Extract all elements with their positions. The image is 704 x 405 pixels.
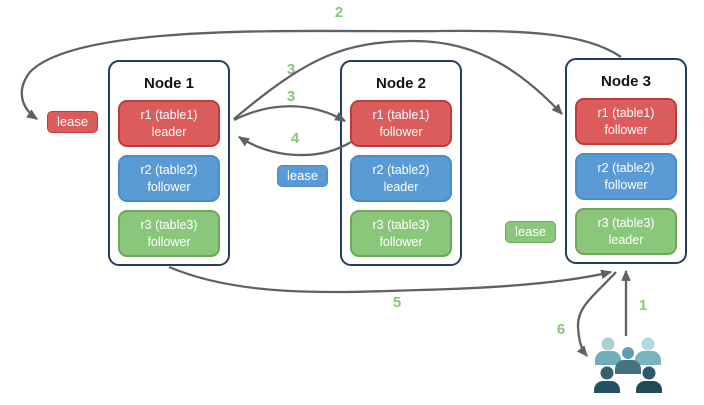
replica-name: r1 (table1) xyxy=(140,108,198,122)
node-1-replica-r3: r3 (table3) follower xyxy=(118,210,220,257)
node-1-replica-r2: r2 (table2) follower xyxy=(118,155,220,202)
lease-tag-r2: lease xyxy=(277,165,329,187)
users-icon xyxy=(594,337,662,393)
replica-role: follower xyxy=(379,234,423,249)
replica-role: leader xyxy=(151,124,187,139)
step-label-1: 1 xyxy=(638,297,648,314)
replica-name: r3 (table3) xyxy=(597,216,655,230)
replica-role: follower xyxy=(379,124,423,139)
node-2-title: Node 2 xyxy=(375,75,426,92)
replica-role: follower xyxy=(147,179,191,194)
step-label-4: 4 xyxy=(290,130,300,147)
node-3-title: Node 3 xyxy=(600,73,651,90)
arrow-5-path xyxy=(168,265,613,294)
arrow-6-path xyxy=(576,271,617,357)
node-2: Node 2 r1 (table1) follower r2 (table2) … xyxy=(340,60,462,266)
node-2-replica-r2: r2 (table2) leader xyxy=(350,155,452,202)
step-label-6: 6 xyxy=(556,321,566,338)
arrow-3-short-path xyxy=(233,105,346,122)
lease-tag-r1: lease xyxy=(47,111,99,133)
node-3-replica-r2: r2 (table2) follower xyxy=(575,153,677,200)
node-1-title: Node 1 xyxy=(143,75,194,92)
node-1: Node 1 r1 (table1) leader r2 (table2) fo… xyxy=(108,60,230,266)
lease-tag-r3: lease xyxy=(505,221,557,243)
replica-name: r3 (table3) xyxy=(372,218,430,232)
node-3: Node 3 r1 (table1) follower r2 (table2) … xyxy=(565,58,687,264)
node-3-replica-r1: r1 (table1) follower xyxy=(575,98,677,145)
replica-name: r3 (table3) xyxy=(140,218,198,232)
node-1-replica-r1: r1 (table1) leader xyxy=(118,100,220,147)
replica-name: r2 (table2) xyxy=(372,163,430,177)
step-label-3b: 3 xyxy=(286,88,296,105)
replica-name: r2 (table2) xyxy=(597,161,655,175)
node-3-replica-r3: r3 (table3) leader xyxy=(575,208,677,255)
replica-role: leader xyxy=(608,232,644,247)
replica-role: leader xyxy=(383,179,419,194)
node-2-replica-r1: r1 (table1) follower xyxy=(350,100,452,147)
replica-name: r1 (table1) xyxy=(372,108,430,122)
replica-role: follower xyxy=(604,177,648,192)
step-label-5: 5 xyxy=(392,294,402,311)
node-2-replica-r3: r3 (table3) follower xyxy=(350,210,452,257)
step-label-2: 2 xyxy=(334,4,344,21)
replica-name: r2 (table2) xyxy=(140,163,198,177)
replica-role: follower xyxy=(604,122,648,137)
replica-role: follower xyxy=(147,234,191,249)
step-label-3a: 3 xyxy=(286,61,296,78)
replica-name: r1 (table1) xyxy=(597,106,655,120)
